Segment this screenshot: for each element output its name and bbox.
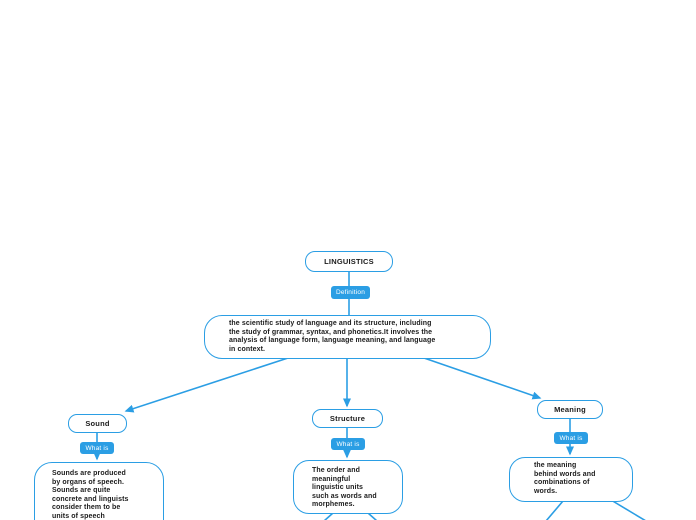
connector-label-whatis-sound[interactable]: What is (80, 442, 114, 454)
definition-textbox[interactable]: the scientific study of language and its… (204, 315, 491, 359)
branch-node-meaning[interactable]: Meaning (537, 400, 603, 419)
meaning-description-textbox[interactable]: the meaning behind words and combination… (509, 457, 633, 502)
branch-node-structure[interactable]: Structure (312, 409, 383, 428)
branch-node-sound[interactable]: Sound (68, 414, 127, 433)
connector-label-whatis-meaning[interactable]: What is (554, 432, 588, 444)
line-definition-meaning (423, 357, 542, 400)
line-structure-fork-right (367, 512, 378, 520)
line-meaning-fork-right (610, 499, 646, 520)
structure-description-textbox[interactable]: The order and meaningful linguistic unit… (293, 460, 403, 514)
connector-label-definition[interactable]: Definition (331, 286, 370, 299)
sound-description-textbox[interactable]: Sounds are produced by organs of speech.… (34, 462, 164, 520)
connector-label-whatis-structure[interactable]: What is (331, 438, 365, 450)
line-meaning-fork-left (545, 500, 564, 520)
root-node-linguistics[interactable]: LINGUISTICS (305, 251, 393, 272)
line-definition-sound (124, 357, 289, 413)
line-structure-fork-left (323, 512, 334, 520)
